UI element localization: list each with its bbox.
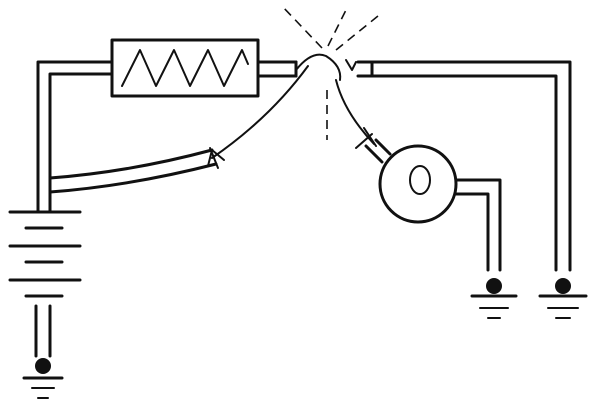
wire-battery-to-resistor <box>36 60 114 214</box>
wire-right-to-ground <box>370 60 572 272</box>
arc-path-left <box>207 65 309 167</box>
wire-bulb-to-ground <box>454 178 502 272</box>
ground-symbol-right <box>538 278 588 319</box>
resistor-element <box>110 38 260 98</box>
wire-battery-to-ground <box>34 304 52 358</box>
wire-branch <box>48 147 219 194</box>
spark-arrow <box>345 59 357 71</box>
spark-rays <box>281 5 379 140</box>
spark-gap <box>295 53 374 81</box>
arc-path-right <box>335 79 377 149</box>
ground-symbol-bulb <box>470 278 518 319</box>
lamp-bulb <box>364 138 458 224</box>
ground-symbol-left <box>22 358 64 399</box>
battery <box>8 210 82 298</box>
wire-resistor-to-gap <box>256 60 298 78</box>
